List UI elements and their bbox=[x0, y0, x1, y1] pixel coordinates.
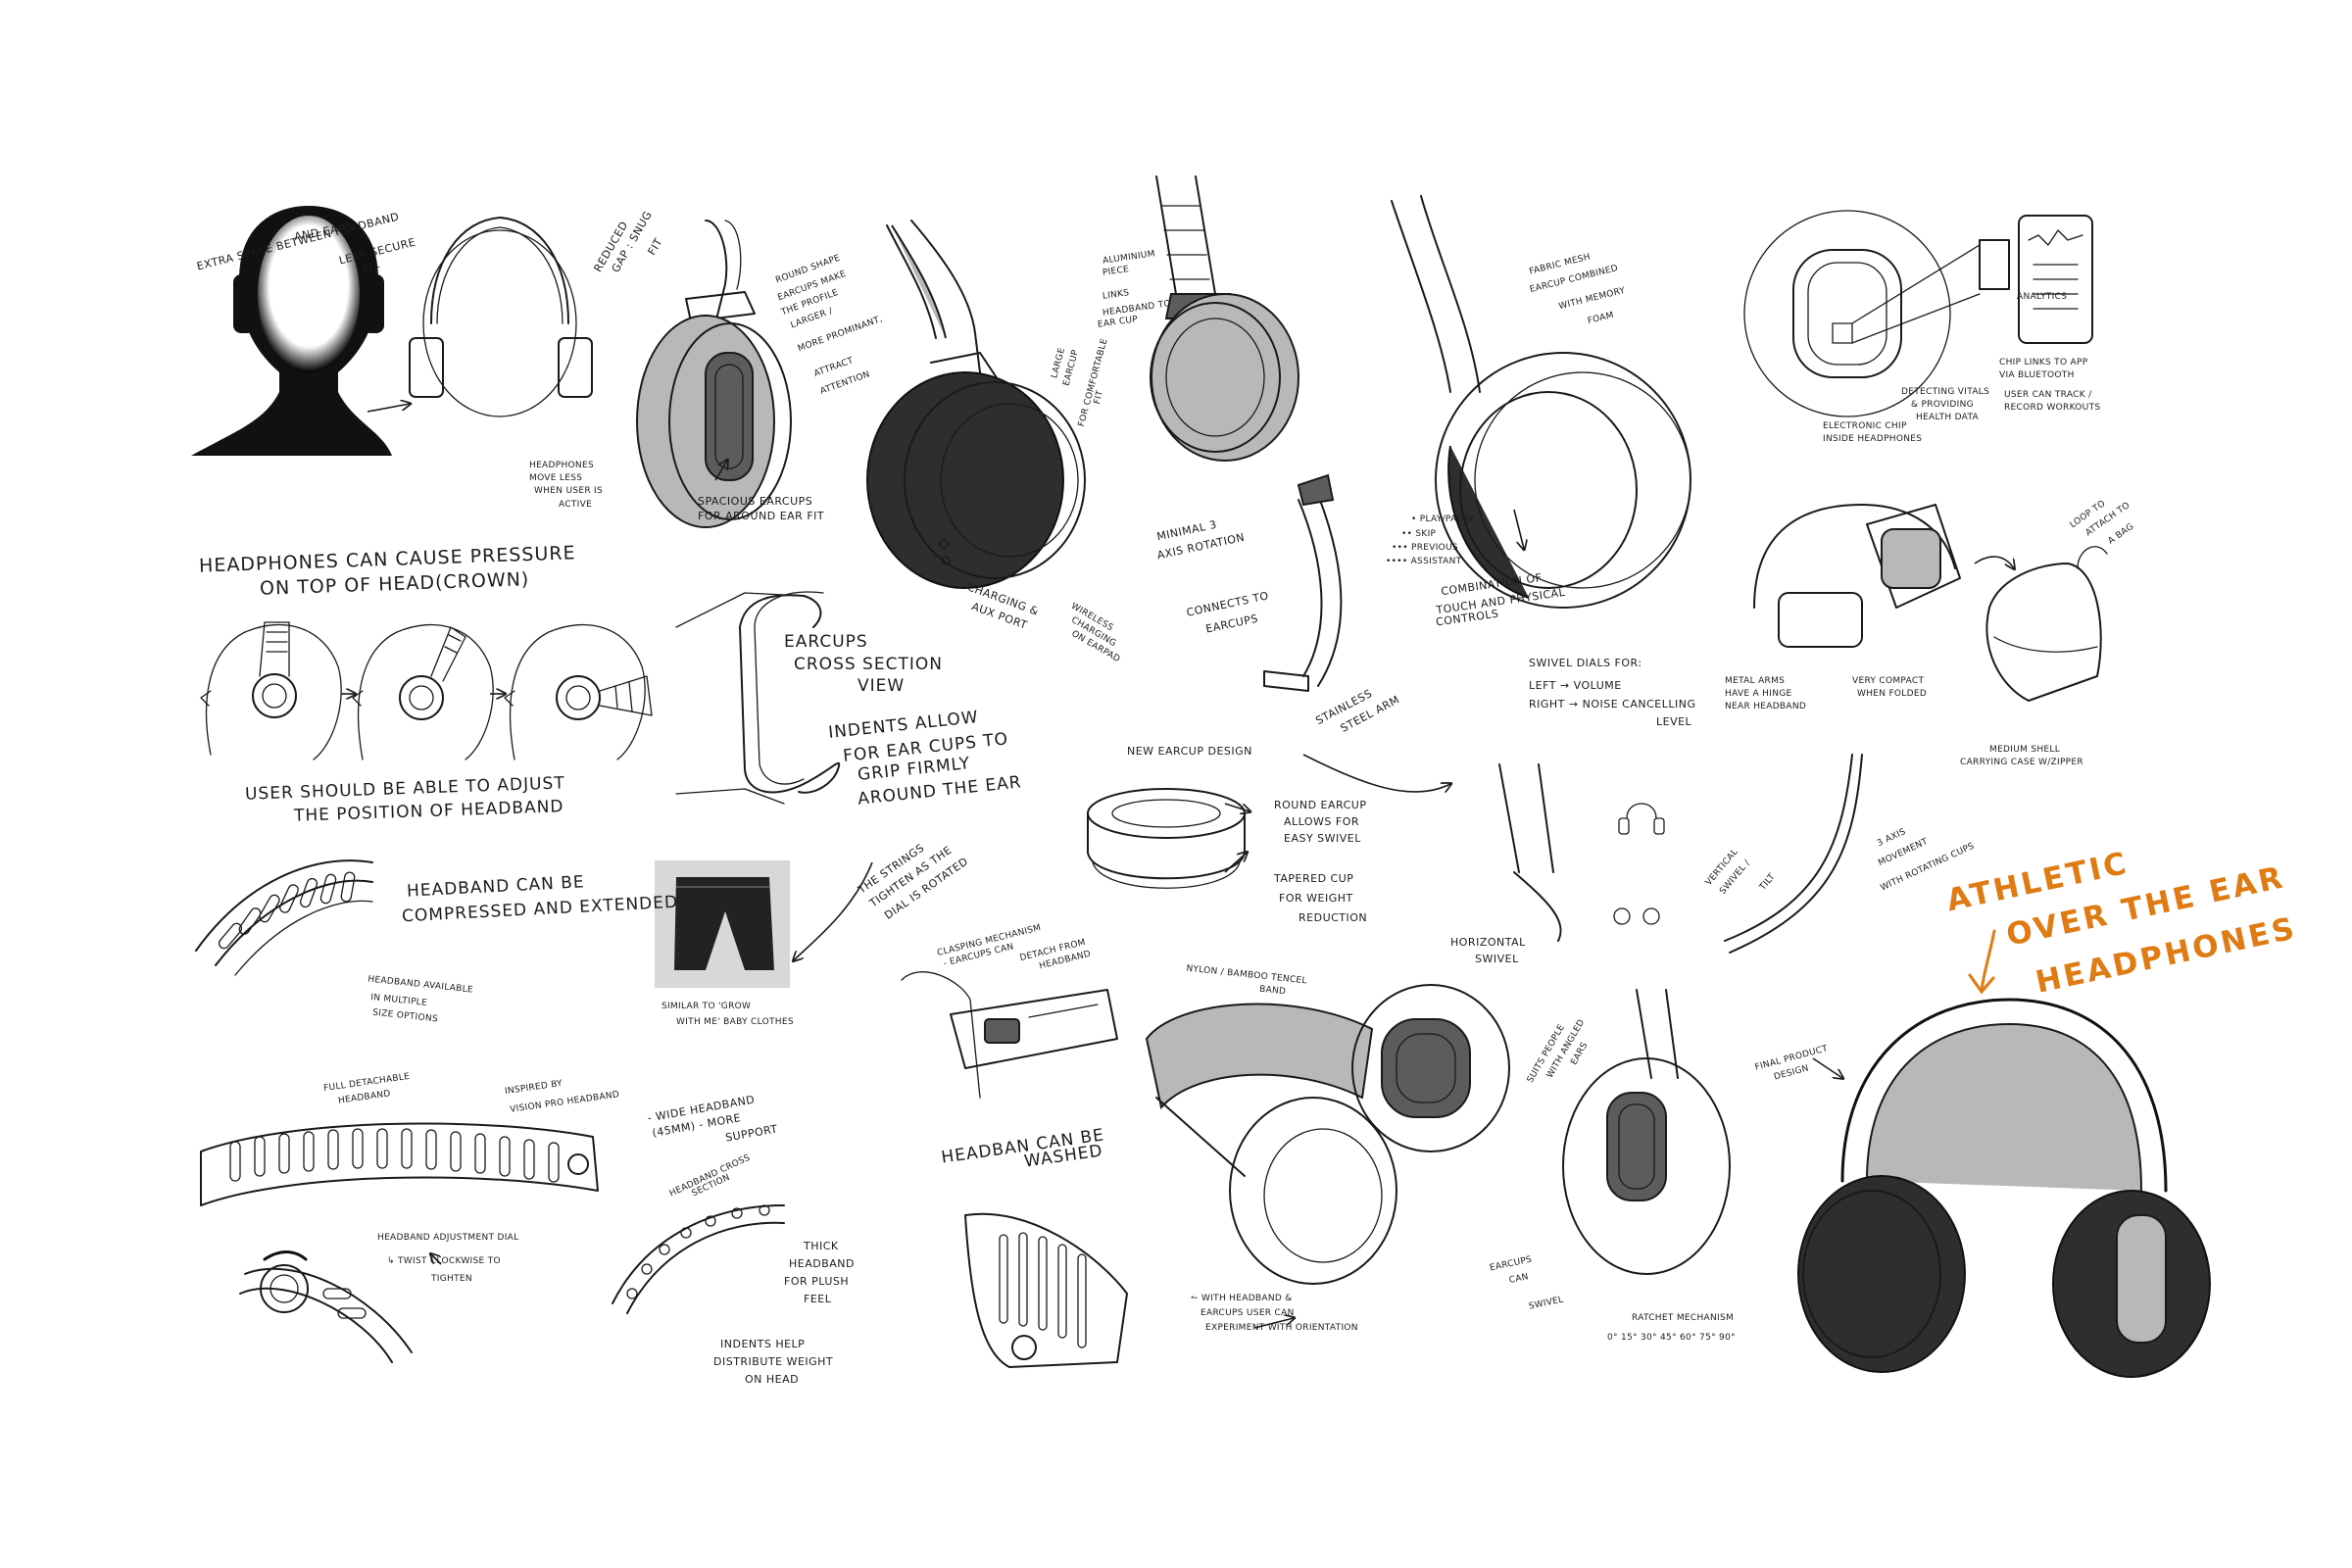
fabric-mesh-earcup-sketch bbox=[1391, 195, 1691, 609]
note-for-plush: FOR PLUSH bbox=[784, 1275, 850, 1288]
tapered-earcup-sketch bbox=[1087, 788, 1246, 889]
note-electronic-chip: ELECTRONIC CHIP bbox=[1823, 421, 1907, 431]
note-thick: THICK bbox=[804, 1240, 839, 1252]
note-left-volume: LEFT → VOLUME bbox=[1529, 679, 1622, 692]
silhouette-head-sketch bbox=[191, 206, 392, 456]
round-earcup-sketch bbox=[636, 220, 792, 528]
note-health-data: HEALTH DATA bbox=[1916, 413, 1979, 422]
note-feel: FEEL bbox=[804, 1293, 832, 1305]
note-inside-headphones: INSIDE HEADPHONES bbox=[1823, 434, 1923, 444]
note-headband-adjustment: HEADBAND ADJUSTMENT DIAL bbox=[377, 1233, 519, 1243]
headband-cross-section-sketch bbox=[612, 1204, 785, 1314]
note-spacious: SPACIOUS EARCUPS bbox=[698, 495, 813, 508]
note-assistant: •••• ASSISTANT bbox=[1386, 557, 1462, 566]
note-fit-1: FIT bbox=[363, 265, 380, 277]
note-on-head: ON HEAD bbox=[745, 1373, 800, 1386]
note-ratchet: RATCHET MECHANISM bbox=[1632, 1313, 1735, 1323]
note-new-earcup: NEW EARCUP DESIGN bbox=[1127, 745, 1252, 758]
final-product-sketch bbox=[1797, 998, 2211, 1378]
note-right-noise: RIGHT → NOISE CANCELLING bbox=[1529, 698, 1696, 710]
note-similar-to: SIMILAR TO 'GROW bbox=[662, 1002, 752, 1011]
note-skip: •• SKIP bbox=[1401, 529, 1437, 539]
compressible-headband-sketch bbox=[195, 859, 373, 976]
nylon-band-headphones-sketch bbox=[1145, 984, 1510, 1285]
note-via-bluetooth: VIA BLUETOOTH bbox=[1999, 370, 2075, 380]
note-tapered-cup: TAPERED CUP bbox=[1274, 872, 1354, 885]
note-level: LEVEL bbox=[1656, 715, 1692, 728]
note-reduction: REDUCTION bbox=[1298, 911, 1368, 924]
note-user-can-track: USER CAN TRACK / bbox=[2004, 390, 2092, 400]
note-horizontal: HORIZONTAL bbox=[1450, 936, 1526, 949]
earcup-cross-section-sketch bbox=[675, 591, 841, 805]
note-when-folded: WHEN FOLDED bbox=[1857, 689, 1928, 699]
note-angles: 0° 15° 30° 45° 60° 75° 90° bbox=[1607, 1333, 1736, 1343]
note-swivel-h: SWIVEL bbox=[1475, 953, 1519, 965]
electronic-chip-sketch bbox=[1743, 210, 2093, 417]
note-analytics: ANALYTICS bbox=[2017, 292, 2068, 302]
note-earcups-user: EARCUPS USER CAN bbox=[1200, 1308, 1295, 1318]
note-swivel-dials: SWIVEL DIALS FOR: bbox=[1529, 657, 1642, 669]
clasping-mechanism-sketch bbox=[901, 971, 1118, 1099]
note-earcups-cross: EARCUPS bbox=[784, 632, 868, 652]
note-have-a-hinge: HAVE A HINGE bbox=[1725, 689, 1792, 699]
note-experiment: EXPERIMENT WITH ORIENTATION bbox=[1205, 1323, 1358, 1333]
note-cross-section: CROSS SECTION bbox=[794, 655, 943, 674]
stainless-arm-sketch bbox=[1263, 473, 1343, 692]
note-round-earcup: ROUND EARCUP bbox=[1274, 799, 1367, 811]
note-headband-t: HEADBAND bbox=[789, 1257, 855, 1270]
head-pressure-sketches bbox=[200, 621, 653, 760]
swivel-arms-sketch bbox=[1498, 754, 1863, 954]
note-chip-links: CHIP LINKS TO APP bbox=[1999, 358, 2088, 368]
note-with-headband: ↼ WITH HEADBAND & bbox=[1191, 1294, 1293, 1303]
note-play-pause: • PLAY/PAUSE bbox=[1411, 514, 1476, 524]
baby-clothes-photo bbox=[655, 860, 790, 988]
note-tighten: TIGHTEN bbox=[431, 1274, 472, 1284]
note-for-weight: FOR WEIGHT bbox=[1279, 892, 1353, 905]
angled-earcup-sketch bbox=[1562, 989, 1731, 1275]
detachable-headband-sketch bbox=[200, 1122, 599, 1206]
note-detecting-vitals: DETECTING VITALS bbox=[1901, 387, 1990, 397]
folding-case-sketch bbox=[1753, 504, 2108, 702]
snug-fit-head-sketch bbox=[367, 217, 593, 417]
note-view: VIEW bbox=[858, 676, 906, 696]
note-medium-shell: MEDIUM SHELL bbox=[1989, 745, 2061, 755]
note-when-user: WHEN USER IS bbox=[534, 486, 604, 496]
note-with-me: WITH ME' BABY CLOTHES bbox=[676, 1017, 794, 1027]
note-metal-arms: METAL ARMS bbox=[1725, 676, 1786, 686]
note-headphones: HEADPHONES bbox=[529, 461, 594, 470]
charging-earcup-sketch bbox=[866, 220, 1086, 589]
note-for-around: FOR AROUND EAR FIT bbox=[698, 510, 825, 522]
adjustment-dial-sketch bbox=[239, 1250, 413, 1363]
note-previous: ••• PREVIOUS bbox=[1392, 543, 1458, 553]
aluminium-link-earcup-sketch bbox=[1150, 175, 1299, 462]
note-twist-clockwise: ↳ TWIST CLOCKWISE TO bbox=[387, 1256, 501, 1266]
note-distribute-weight: DISTRIBUTE WEIGHT bbox=[713, 1355, 834, 1368]
note-near-headband: NEAR HEADBAND bbox=[1725, 702, 1807, 711]
note-indents-help: INDENTS HELP bbox=[720, 1338, 806, 1350]
note-active: ACTIVE bbox=[559, 500, 593, 510]
note-very-compact: VERY COMPACT bbox=[1852, 676, 1925, 686]
note-providing: & PROVIDING bbox=[1911, 400, 1974, 410]
note-record-workouts: RECORD WORKOUTS bbox=[2004, 403, 2101, 413]
note-carrying-case: CARRYING CASE W/ZIPPER bbox=[1960, 758, 2083, 767]
note-allows-for: ALLOWS FOR bbox=[1284, 815, 1360, 828]
note-move-less: MOVE LESS bbox=[529, 473, 583, 483]
note-easy-swivel: EASY SWIVEL bbox=[1284, 832, 1361, 845]
washable-headband-sketch bbox=[964, 1212, 1128, 1368]
